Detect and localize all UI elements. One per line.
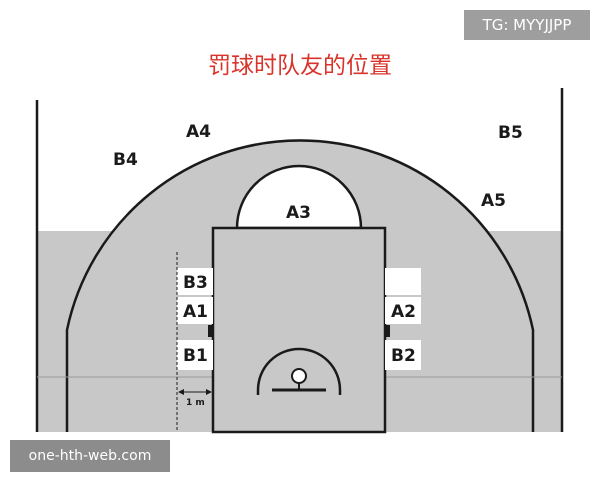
label-b1: B1 <box>183 346 208 366</box>
box-b1 <box>177 340 213 370</box>
label-a1: A1 <box>183 302 208 322</box>
diagram-title: 罚球时队友的位置 <box>208 53 392 79</box>
label-a2: A2 <box>391 302 416 322</box>
label-b3: B3 <box>183 273 208 293</box>
label-a5: A5 <box>481 191 506 211</box>
box-b2 <box>385 340 421 370</box>
label-b2: B2 <box>391 346 416 366</box>
dim-arrow-head-right <box>206 389 212 395</box>
box-b3 <box>177 268 213 295</box>
label-b4: B4 <box>113 150 138 170</box>
website-watermark: one-hth-web.com <box>10 440 170 472</box>
dim-arrow-head-left <box>178 389 184 395</box>
box-a2 <box>385 297 421 324</box>
lane-mark-left <box>208 325 214 337</box>
lane-mark-right <box>384 325 390 337</box>
label-a4: A4 <box>186 122 211 142</box>
restricted-arc <box>256 347 342 391</box>
free-throw-circle <box>235 164 363 230</box>
box-top-right <box>385 268 421 295</box>
basket-ring <box>291 368 307 384</box>
dimension-label: 1 m <box>186 398 205 408</box>
box-a1 <box>177 297 213 324</box>
three-point-line <box>65 139 535 432</box>
telegram-watermark: TG: MYYJJPP <box>464 10 590 40</box>
label-b5: B5 <box>498 123 523 143</box>
free-throw-lane <box>211 226 387 434</box>
label-a3: A3 <box>286 203 311 223</box>
